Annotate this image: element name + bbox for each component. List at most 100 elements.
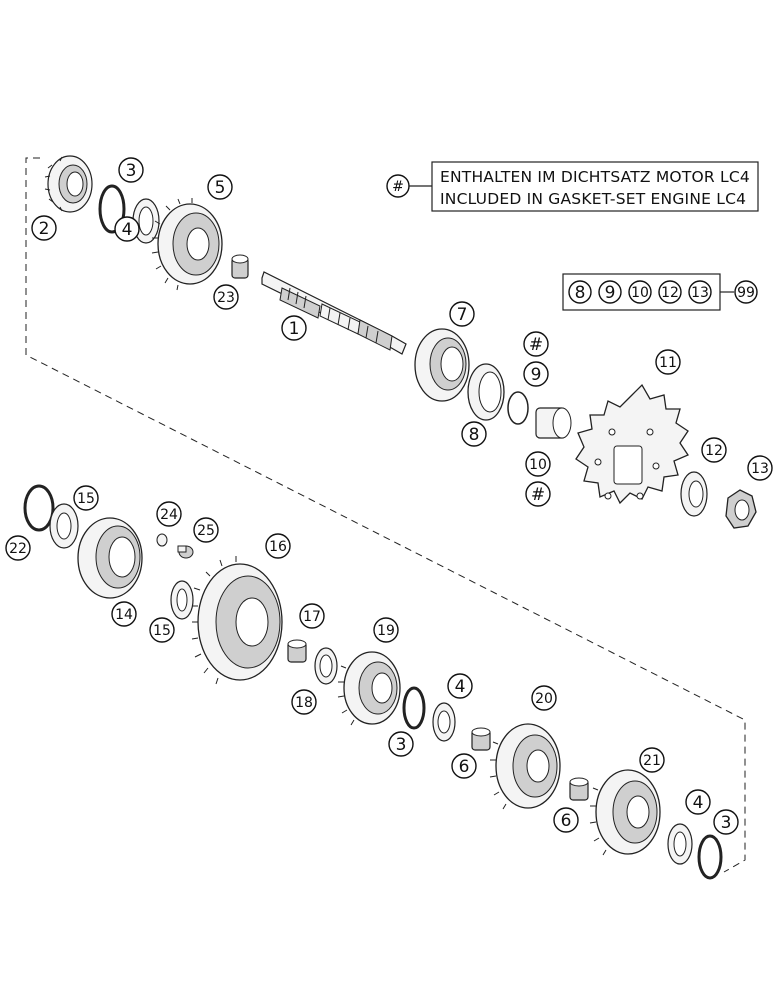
callout-9: 9	[523, 361, 549, 387]
kit-item-12: 12	[658, 280, 682, 304]
kit-box: 8 9 10 12 13 99	[562, 273, 758, 311]
callout-16: 16	[265, 533, 291, 559]
callout-label: 17	[303, 609, 321, 625]
kit-item-13: 13	[688, 280, 712, 304]
callout-17: 17	[299, 603, 325, 629]
callout-8: 8	[461, 421, 487, 447]
dashed-assembly-outline	[25, 157, 746, 873]
legend-box: # ENTHALTEN IM DICHTSATZ MOTOR LC4 INCLU…	[386, 161, 759, 212]
part-nut-13	[725, 489, 757, 529]
callout-3b: 3	[388, 731, 414, 757]
part-small-gear-2	[44, 155, 93, 213]
callout-circle	[461, 421, 487, 447]
callout-label: 15	[153, 623, 171, 639]
callout-label: 13	[751, 461, 769, 477]
callout-label: 9	[531, 365, 542, 385]
part-needle-bearing-23	[231, 254, 249, 279]
callout-label: 6	[561, 811, 572, 831]
part-main-shaft-1	[261, 271, 407, 355]
callout-circle	[747, 455, 773, 481]
callout-label: 16	[269, 539, 287, 555]
kit-item-10: 10	[628, 280, 652, 304]
callout-4c: 4	[685, 789, 711, 815]
callout-circle	[299, 603, 325, 629]
kit-item-9: 9	[598, 280, 622, 304]
part-screw-25	[177, 545, 194, 559]
callout-circle	[701, 437, 727, 463]
callout-circle	[114, 216, 140, 242]
callout-circle	[73, 485, 99, 511]
callout-label: 14	[115, 607, 133, 623]
callout-label: 20	[535, 691, 553, 707]
part-sprocket-11	[575, 383, 689, 505]
callout-label: 23	[217, 290, 235, 306]
callout-label: 4	[122, 220, 133, 240]
callout-13: 13	[747, 455, 773, 481]
callout-label: 18	[295, 695, 313, 711]
callout-circle	[531, 685, 557, 711]
callout-circle	[685, 789, 711, 815]
part-washer-18	[314, 647, 338, 685]
part-circlip-3b	[402, 686, 426, 730]
callout-circle	[281, 315, 307, 341]
kit-item-8: 8	[568, 280, 592, 304]
callout-label: 7	[457, 305, 468, 325]
callout-label: #	[531, 485, 545, 505]
callout-circle	[31, 215, 57, 241]
callout-circle	[111, 601, 137, 627]
kit-result-99: 99	[734, 280, 758, 304]
callout-3a: 3	[118, 157, 144, 183]
callout-circle	[713, 809, 739, 835]
callouts: 12345237#9810#11121315222425141516171819…	[5, 157, 773, 835]
part-seal-ring-8	[467, 363, 505, 421]
part-gear-5	[151, 198, 223, 291]
callout-label: 15	[77, 491, 95, 507]
part-ball-bearing-7	[414, 328, 470, 402]
callout-label: 1	[289, 319, 300, 339]
kit-item-label: 8	[575, 283, 586, 303]
legend-line-1: ENTHALTEN IM DICHTSATZ MOTOR LC4	[440, 168, 750, 186]
callout-11: 11	[655, 349, 681, 375]
callout-18: 18	[291, 689, 317, 715]
callout-label: 11	[659, 355, 677, 371]
callout-label: 3	[396, 735, 407, 755]
callout-circle	[388, 731, 414, 757]
callout-6a: 6	[451, 753, 477, 779]
callout-15a: 15	[73, 485, 99, 511]
part-needle-bearing-17	[287, 639, 307, 663]
callout-circle	[373, 617, 399, 643]
callout-label: 25	[197, 523, 215, 539]
callout-label: 12	[705, 443, 723, 459]
part-washer-4c	[667, 823, 693, 865]
callout-19: 19	[373, 617, 399, 643]
part-o-ring-9	[507, 391, 529, 425]
callout-25: 25	[193, 517, 219, 543]
callout-label: 3	[126, 161, 137, 181]
callout-circle	[553, 807, 579, 833]
callout-circle	[451, 753, 477, 779]
callout-label: 19	[377, 623, 395, 639]
callout-23: 23	[213, 284, 239, 310]
callout-label: 5	[215, 178, 226, 198]
callout-circle	[213, 284, 239, 310]
callout-circle	[523, 331, 549, 357]
callout-circle	[5, 535, 31, 561]
callout-6b: 6	[553, 807, 579, 833]
callout-10: 10	[525, 451, 551, 477]
callout-4a: 4	[114, 216, 140, 242]
part-washer-15b	[170, 580, 194, 620]
callout-5: 5	[207, 174, 233, 200]
part-ball-bearing-14	[77, 517, 143, 599]
kit-result-label: 99	[737, 285, 755, 301]
callout-2: 2	[31, 215, 57, 241]
callout-label: 8	[469, 425, 480, 445]
part-spacer-sleeve-10	[535, 407, 572, 439]
callout-circle	[118, 157, 144, 183]
callout-circle	[523, 361, 549, 387]
legend-marker: #	[392, 179, 404, 195]
legend-frame	[431, 161, 759, 212]
kit-item-label: 13	[691, 285, 709, 301]
part-circlip-22	[23, 484, 55, 532]
callout-circle	[639, 747, 665, 773]
